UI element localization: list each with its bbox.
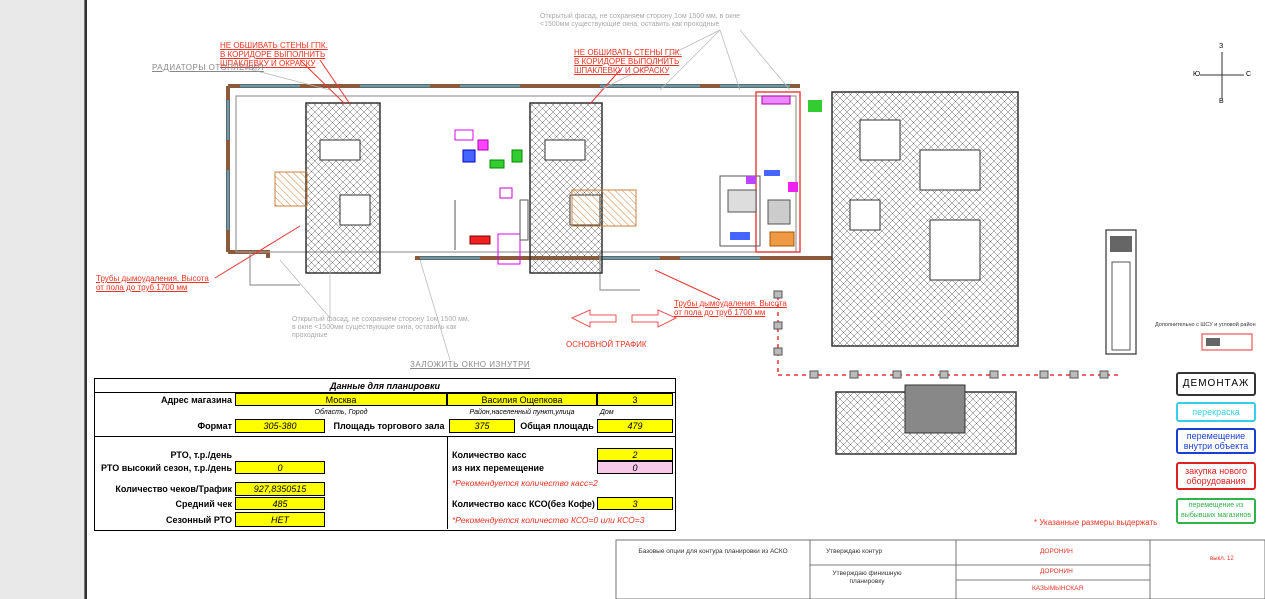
window-strips bbox=[227, 85, 790, 259]
equipment-middle bbox=[454, 129, 529, 265]
compass-icon bbox=[1200, 52, 1244, 98]
house-value: 3 bbox=[597, 393, 673, 406]
note-close-window: ЗАЛОЖИТЬ ОКНО ИЗНУТРИ bbox=[410, 360, 531, 369]
equipment-right bbox=[719, 91, 822, 253]
house-hint: Дом bbox=[600, 408, 614, 416]
registers-label: Количество касс bbox=[452, 449, 527, 460]
moved-label: из них перемещение bbox=[452, 462, 545, 473]
note-no-sheathe-right: НЕ ОБШИВАТЬ СТЕНЫ ГПК. В КОРИДОРЕ ВЫПОЛН… bbox=[574, 48, 682, 75]
seasonal-value: НЕТ bbox=[235, 512, 325, 527]
total-area-value: 479 bbox=[597, 419, 673, 433]
stamp-name-1: ДОРОНИН bbox=[1040, 548, 1073, 555]
note-pipes-right: Трубы дымоудаления. Высота от пола до тр… bbox=[674, 299, 787, 317]
core-blocks bbox=[305, 102, 603, 274]
stamp-base-note: Базовые опции для контура планировки из … bbox=[638, 548, 788, 555]
rto-high-label: РТО высокий сезон, т.р./день bbox=[101, 462, 232, 473]
left-gutter bbox=[0, 0, 85, 599]
note-no-sheathe-left: НЕ ОБШИВАТЬ СТЕНЫ ГПК. В КОРИДОРЕ ВЫПОЛН… bbox=[220, 41, 328, 68]
checks-label: Количество чеков/Трафик bbox=[115, 484, 232, 494]
avg-check-label: Средний чек bbox=[175, 498, 232, 509]
sco-recommendation: *Рекомендуется количество КСО=0 или КСО=… bbox=[452, 515, 645, 525]
format-value: 305-380 bbox=[235, 419, 325, 433]
street-hint: Район,населенный пункт,улица bbox=[469, 408, 575, 416]
street-value: Василия Ощепкова bbox=[447, 393, 597, 406]
note-facade-top: Открытый фасад, не сохраняем сторону 1ом… bbox=[540, 13, 741, 28]
seasonal-label: Сезонный РТО bbox=[165, 514, 232, 525]
legend-move-from-closed: перемещение из выбывших магазинов bbox=[1176, 498, 1256, 524]
note-facade-bottom: Открытый фасад, не сохраняем сторону 1ом… bbox=[292, 316, 470, 339]
sco-label: Количество касс КСО(без Кофе) bbox=[452, 498, 595, 509]
hatch-area-right bbox=[571, 189, 637, 227]
city-hint: Область, Город bbox=[314, 408, 368, 416]
address-label: Адрес магазина bbox=[161, 394, 232, 405]
table-title: Данные для планировки bbox=[95, 379, 675, 393]
gray-leader-lines bbox=[244, 29, 791, 361]
note-required: * Указанные размеры выдержать bbox=[1034, 518, 1158, 527]
atm-unit bbox=[1105, 229, 1137, 355]
main-traffic-label: ОСНОВНОЙ ТРАФИК bbox=[566, 340, 647, 349]
legend-purchase-new: закупка нового оборудования bbox=[1176, 462, 1256, 490]
compass-s: В bbox=[1219, 98, 1224, 105]
evacuation-path bbox=[773, 290, 1120, 379]
note-radiators: РАДИАТОРЫ ОТОПЛЕНИЯ bbox=[152, 63, 264, 72]
total-area-label: Общая площадь bbox=[520, 421, 594, 431]
checks-value: 927,8350515 bbox=[235, 482, 325, 496]
stamp-approve-final: Утверждаю финишную планировку bbox=[832, 570, 902, 585]
sco-value: 3 bbox=[597, 497, 673, 510]
traffic-arrows bbox=[570, 309, 678, 328]
stamp-name-2: ДОРОНИН bbox=[1040, 568, 1073, 575]
rto-high-value: 0 bbox=[235, 461, 325, 474]
sales-area-label: Площадь торгового зала bbox=[333, 421, 445, 431]
neighbour-block bbox=[831, 91, 1019, 455]
avg-check-value: 485 bbox=[235, 497, 325, 510]
stamp-sheet: выкл. 12 bbox=[1210, 556, 1234, 562]
note-extra: Дополнительно с ШСУ и угловой район bbox=[1155, 322, 1256, 328]
legend-repaint: перекраска bbox=[1176, 402, 1256, 422]
extra-box bbox=[1201, 333, 1253, 351]
moved-value: 0 bbox=[597, 461, 673, 474]
stamp-name-3: КАЗЫМЫНСКАЯ bbox=[1032, 585, 1084, 592]
rto-label: РТО, т.р./день bbox=[170, 449, 232, 460]
format-label: Формат bbox=[197, 421, 232, 431]
leader-lines bbox=[214, 59, 721, 301]
legend-demolition: ДЕМОНТАЖ bbox=[1176, 372, 1256, 396]
compass-w: Ю bbox=[1193, 71, 1201, 78]
legend-move-inside: перемещение внутри объекта bbox=[1176, 428, 1256, 454]
title-block-lines bbox=[615, 539, 1265, 599]
stamp-approve-contour: Утверждаю контур bbox=[826, 548, 883, 555]
planning-data-table: Данные для планировки Адрес магазина Мос… bbox=[94, 378, 676, 531]
sales-area-value: 375 bbox=[449, 419, 515, 433]
city-value: Москва bbox=[235, 393, 447, 406]
compass-n: З bbox=[1219, 43, 1224, 50]
registers-recommendation: *Рекомендуется количество касс=2 bbox=[452, 478, 598, 488]
compass-e: С bbox=[1246, 71, 1252, 78]
hatch-area-left bbox=[274, 171, 308, 207]
registers-value: 2 bbox=[597, 448, 673, 461]
note-pipes-left: Трубы дымоудаления. Высота от пола до тр… bbox=[96, 274, 209, 292]
